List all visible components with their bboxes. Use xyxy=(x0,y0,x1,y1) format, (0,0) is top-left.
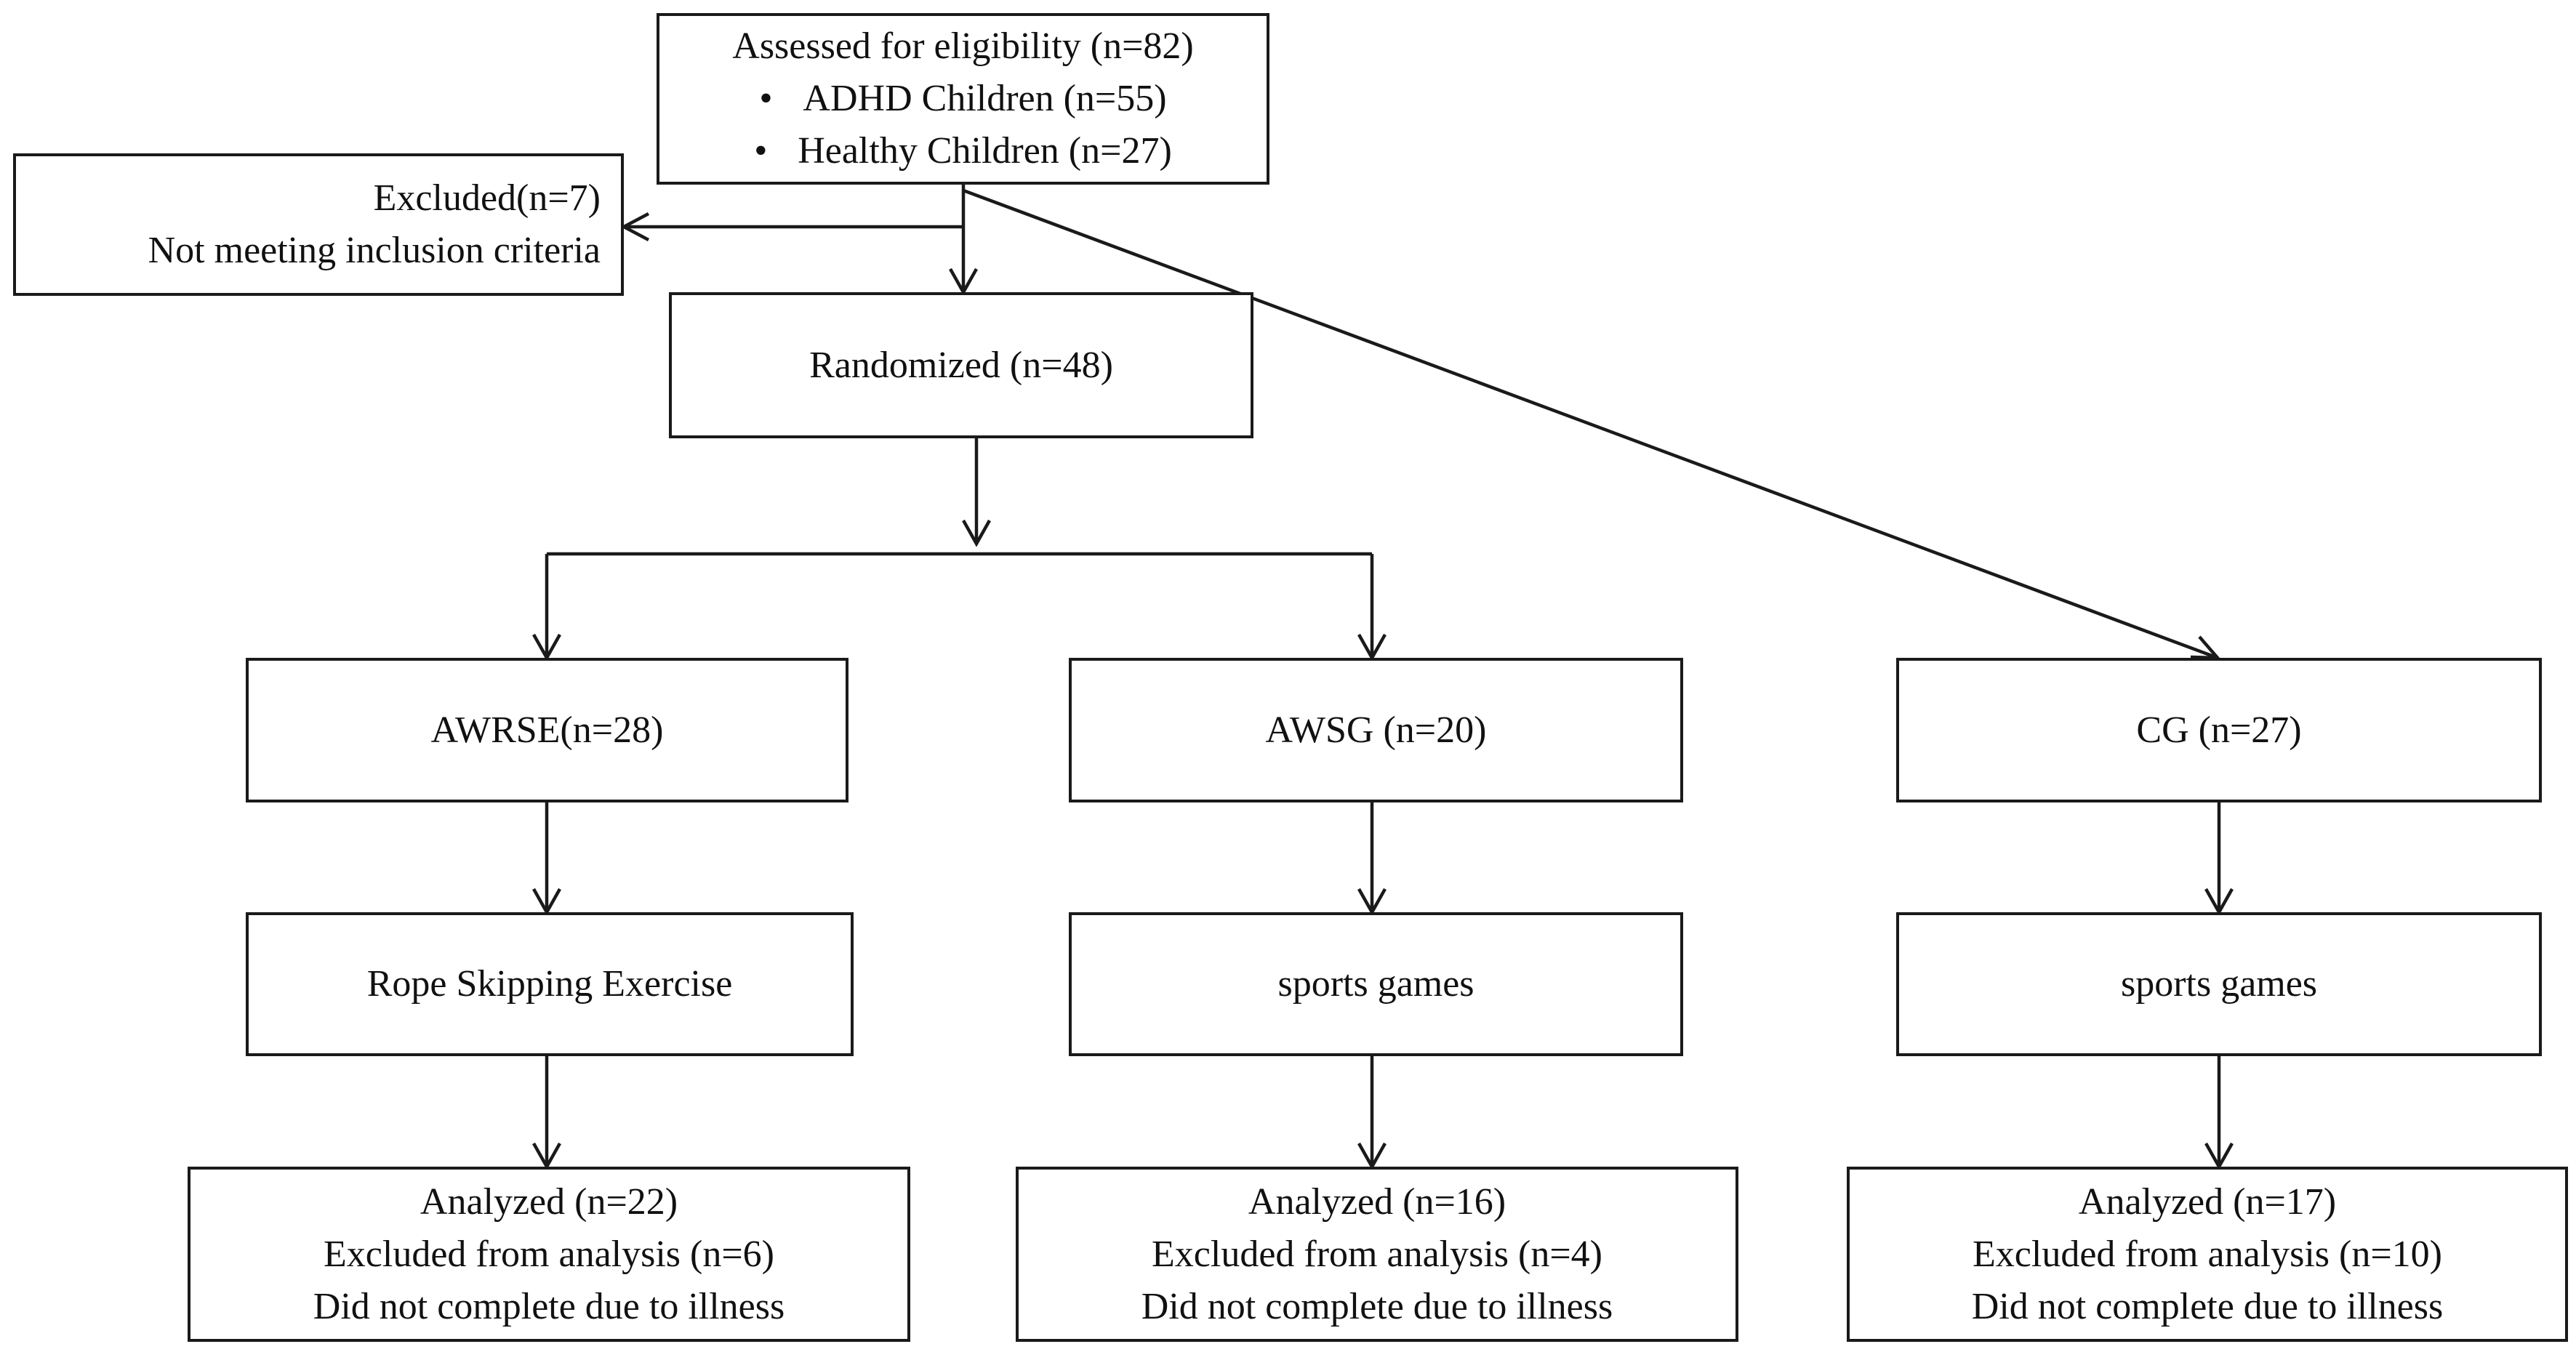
analysis-reason: Did not complete due to illness xyxy=(1141,1285,1613,1327)
group-label: AWSG (n=20) xyxy=(1265,709,1487,751)
cg-arrowhead xyxy=(2190,635,2222,660)
excluded-box: Excluded(n=7) Not meeting inclusion crit… xyxy=(13,153,624,296)
analysis-excluded: Excluded from analysis (n=4) xyxy=(1152,1233,1602,1275)
group-box-cg: CG (n=27) xyxy=(1896,658,2542,802)
analysis-analyzed: Analyzed (n=17) xyxy=(2078,1180,2337,1223)
analysis-reason: Did not complete due to illness xyxy=(313,1285,785,1327)
group-label: CG (n=27) xyxy=(2136,709,2302,751)
analysis-analyzed: Analyzed (n=22) xyxy=(420,1180,678,1223)
excluded-count: Excluded(n=7) xyxy=(373,177,601,219)
assessed-item-label: ADHD Children (n=55) xyxy=(803,78,1167,119)
intervention-label: sports games xyxy=(2120,963,2318,1005)
randomized-down-arrowhead xyxy=(962,519,991,547)
diagonal-to-cg xyxy=(963,188,2218,660)
assessed-item-label: Healthy Children (n=27) xyxy=(798,130,1172,172)
group-label: AWRSE(n=28) xyxy=(430,709,664,751)
analysis-analyzed: Analyzed (n=16) xyxy=(1248,1180,1506,1223)
assessed-title: Assessed for eligibility (n=82) xyxy=(732,25,1194,67)
analysis-excluded: Excluded from analysis (n=6) xyxy=(324,1233,774,1275)
excluded-reason: Not meeting inclusion criteria xyxy=(148,230,601,271)
randomized-box: Randomized (n=48) xyxy=(669,292,1253,438)
analysis-reason: Did not complete due to illness xyxy=(1971,1285,2444,1327)
intervention-label: Rope Skipping Exercise xyxy=(366,963,733,1005)
assessed-box: Assessed for eligibility (n=82) • ADHD Ch… xyxy=(657,13,1269,185)
analysis-box-cg: Analyzed (n=17) Excluded from analysis (… xyxy=(1847,1167,2568,1342)
group-box-awrse: AWRSE(n=28) xyxy=(246,658,848,802)
excluded-arrowhead xyxy=(620,212,650,241)
analysis-excluded: Excluded from analysis (n=10) xyxy=(1973,1233,2442,1275)
assessed-item-adhd: • ADHD Children (n=55) xyxy=(759,73,1166,125)
intervention-box-cg: sports games xyxy=(1896,912,2542,1056)
group-box-awsg: AWSG (n=20) xyxy=(1069,658,1683,802)
bullet-icon: • xyxy=(759,78,773,119)
intervention-box-awrse: Rope Skipping Exercise xyxy=(246,912,854,1056)
intervention-label: sports games xyxy=(1277,963,1474,1005)
intervention-box-awsg: sports games xyxy=(1069,912,1683,1056)
bullet-icon: • xyxy=(754,130,768,172)
analysis-box-awrse: Analyzed (n=22) Excluded from analysis (… xyxy=(188,1167,910,1342)
randomized-label: Randomized (n=48) xyxy=(809,344,1113,386)
analysis-box-awsg: Analyzed (n=16) Excluded from analysis (… xyxy=(1016,1167,1738,1342)
assessed-item-healthy: • Healthy Children (n=27) xyxy=(754,125,1172,177)
